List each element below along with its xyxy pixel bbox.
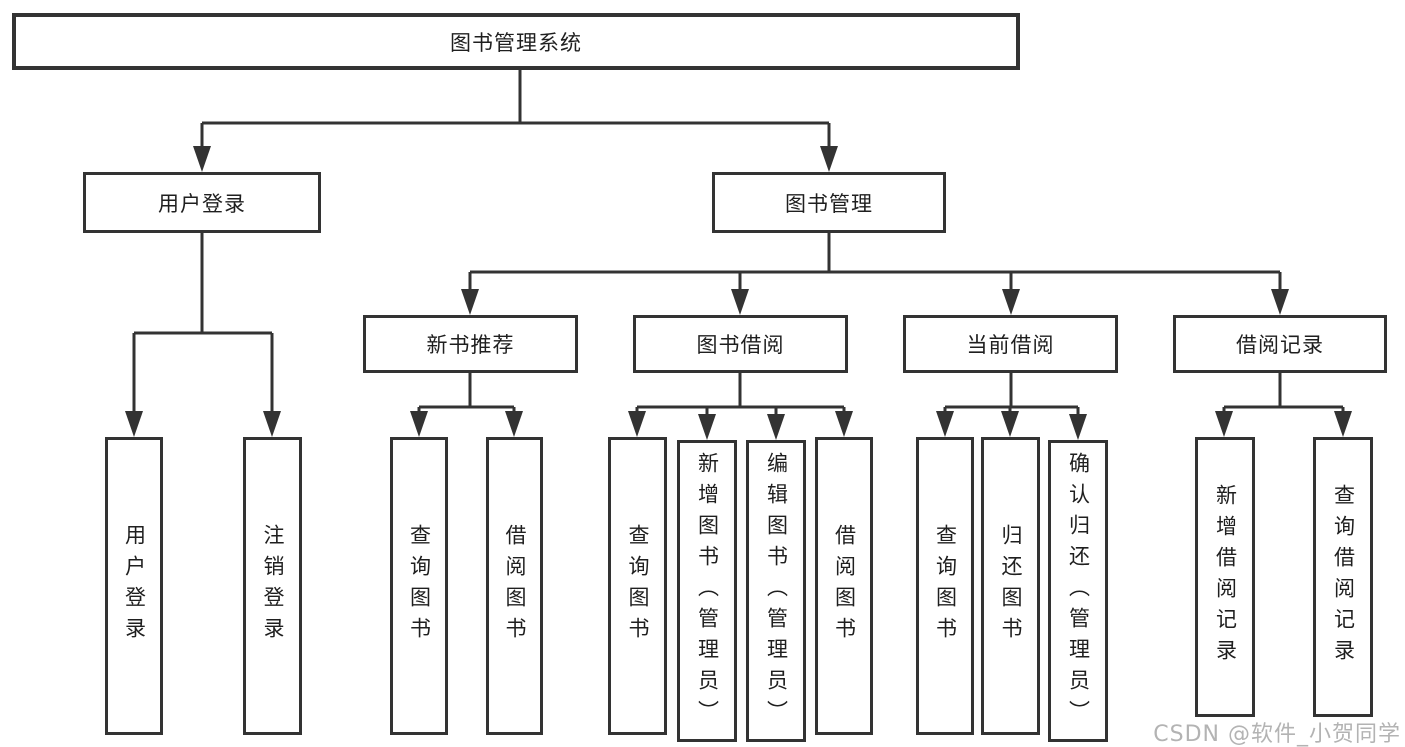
node-label: 用户登录 (122, 524, 147, 648)
node-new-book-recommendation: 新书推荐 (363, 315, 578, 373)
leaf-edit-books-admin: 编辑图书（管理员） (746, 440, 806, 742)
node-book-borrowing: 图书借阅 (633, 315, 848, 373)
node-label: 编辑图书（管理员） (764, 451, 789, 731)
node-library-management-system: 图书管理系统 (12, 13, 1020, 70)
leaf-borrow-books: 借阅图书 (815, 437, 873, 735)
node-label: 查询借阅记录 (1331, 484, 1356, 670)
node-book-management: 图书管理 (712, 172, 946, 233)
node-label: 借阅图书 (832, 524, 857, 648)
node-label: 确认归还（管理员） (1066, 451, 1091, 731)
leaf-query-books: 查询图书 (390, 437, 448, 735)
node-label: 用户登录 (158, 191, 246, 216)
node-label: 图书管理 (785, 191, 873, 216)
node-label: 新书推荐 (426, 333, 515, 357)
leaf-add-books-admin: 新增图书（管理员） (677, 440, 737, 742)
node-label: 新增图书（管理员） (695, 451, 720, 731)
node-label: 借阅图书 (503, 524, 528, 648)
leaf-query-books: 查询图书 (916, 437, 974, 735)
node-user-login: 用户登录 (83, 172, 321, 233)
leaf-return-books: 归还图书 (981, 437, 1040, 735)
node-label: 归还图书 (999, 524, 1024, 648)
node-current-borrowing: 当前借阅 (903, 315, 1118, 373)
leaf-query-books: 查询图书 (608, 437, 667, 735)
leaf-borrow-books: 借阅图书 (486, 437, 543, 735)
node-label: 查询图书 (626, 524, 651, 648)
node-label: 查询图书 (407, 524, 432, 648)
node-label: 新增借阅记录 (1213, 484, 1238, 670)
node-label: 注销登录 (261, 524, 286, 648)
leaf-confirm-return-admin: 确认归还（管理员） (1048, 440, 1108, 742)
node-label: 图书管理系统 (450, 30, 582, 55)
leaf-add-borrow-record: 新增借阅记录 (1195, 437, 1255, 717)
node-label: 借阅记录 (1236, 333, 1324, 357)
node-label: 当前借阅 (966, 333, 1055, 357)
node-label: 图书借阅 (696, 333, 785, 357)
leaf-logout: 注销登录 (243, 437, 302, 735)
leaf-query-borrow-record: 查询借阅记录 (1313, 437, 1373, 717)
leaf-user-login: 用户登录 (105, 437, 163, 735)
node-label: 查询图书 (933, 524, 958, 648)
node-borrowing-records: 借阅记录 (1173, 315, 1387, 373)
csdn-watermark: CSDN @软件_小贺同学 (1153, 722, 1401, 747)
